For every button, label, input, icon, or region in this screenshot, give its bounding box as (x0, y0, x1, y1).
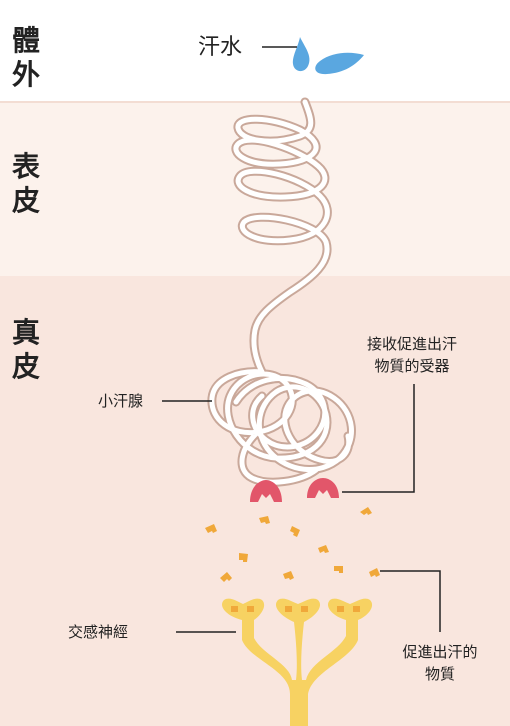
transmitter-particles (205, 507, 380, 582)
substance-pointer-line (380, 570, 441, 632)
receptor-right (307, 478, 339, 498)
particle (283, 571, 294, 580)
particle (318, 545, 329, 553)
sweat-drop-small (292, 37, 310, 72)
particle (220, 572, 232, 582)
outside-layer (0, 0, 510, 102)
particle (369, 568, 380, 577)
particle (334, 566, 343, 573)
particle (259, 516, 270, 524)
sympathetic-nerve-label: 交感神經 (68, 623, 129, 641)
sweat-drop-large (315, 52, 364, 75)
epidermis-layer (0, 102, 510, 276)
dermis-label: 真皮 (11, 316, 40, 383)
leader-lines (162, 384, 441, 633)
receptor-left (250, 480, 282, 502)
sweat-label: 汗水 (198, 35, 243, 60)
substance-label-line1: 促進出汗的 (402, 643, 478, 661)
particle (360, 507, 372, 515)
receptor-label-line2: 物質的受器 (374, 357, 450, 375)
outside-label: 體外 (11, 24, 40, 91)
receptor-pointer-line (342, 384, 415, 493)
vesicle (231, 606, 238, 612)
sweat-gland-tube (212, 97, 352, 482)
substance-label: 促進出汗的 物質 (392, 641, 488, 685)
vesicle (301, 606, 308, 612)
epidermis-label: 表皮 (11, 150, 40, 217)
sympathetic-nerve (222, 598, 373, 726)
sweat-drops (262, 37, 364, 75)
vesicle (285, 606, 292, 612)
vesicle (337, 606, 344, 612)
particle (290, 526, 300, 537)
vesicle (353, 606, 360, 612)
sweat-gland-label: 小汗腺 (98, 392, 144, 410)
particle (205, 524, 217, 533)
nerve-body (222, 598, 373, 726)
receptor-label: 接收促進出汗 物質的受器 (356, 333, 468, 377)
vesicle (247, 606, 254, 612)
receptor-label-line1: 接收促進出汗 (366, 335, 457, 353)
substance-label-line2: 物質 (424, 665, 455, 683)
particle (239, 553, 248, 562)
receptors (250, 478, 339, 502)
